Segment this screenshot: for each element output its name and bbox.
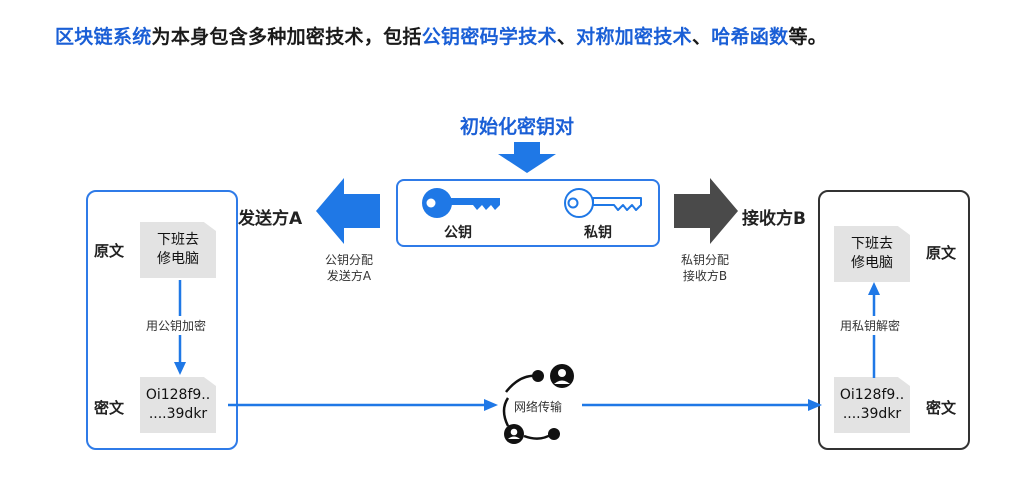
right-arrow-icon (674, 178, 738, 244)
headline: 区块链系统为本身包含多种加密技术，包括公钥密码学技术、对称加密技术、哈希函数等。 (55, 22, 827, 49)
public-key-icon (422, 188, 500, 218)
decrypt-step-label: 用私钥解密 (838, 316, 903, 335)
receiver-cipher-line-1: Oi128f9.. (839, 387, 905, 403)
network-label: 网络传输 (511, 398, 566, 415)
init-keypair-title: 初始化密钥对 (459, 116, 574, 138)
sender-distribution-line-2: 发送方A (326, 269, 372, 283)
encrypt-step-label: 用公钥加密 (144, 316, 209, 335)
sender-distribution: 公钥分配 发送方A (316, 252, 382, 284)
network-icon (502, 364, 574, 444)
headline-symmetric: 对称加密技术 (576, 26, 692, 48)
sender-plain-doc: 下班去 修电脑 (140, 222, 216, 278)
decrypt-up-arrow-icon (868, 282, 880, 378)
sender-cipher-doc: Oi128f9.. ....39dkr (140, 377, 216, 433)
private-key-icon (564, 188, 642, 218)
receiver-distribution-line-2: 接收方B (682, 269, 728, 283)
left-arrow-icon (316, 178, 380, 244)
sender-cipher-line-2: ....39dkr (148, 406, 208, 422)
receiver-distribution: 私钥分配 接收方B (672, 252, 738, 284)
sender-cipher-line-1: Oi128f9.. (145, 387, 211, 403)
receiver-plain-label: 原文 (926, 244, 957, 262)
headline-end: 等。 (788, 26, 828, 48)
receiver-cipher-doc: Oi128f9.. ....39dkr (834, 377, 910, 433)
headline-sep-2: 、 (691, 26, 712, 48)
headline-text: 为本身包含多种加密技术，包括 (151, 26, 422, 48)
headline-sep-1: 、 (556, 26, 577, 48)
receiver-plain-doc: 下班去 修电脑 (834, 226, 910, 282)
receiver-plain-line-1: 下班去 (851, 236, 893, 252)
sender-plain-label: 原文 (94, 242, 125, 260)
sender-plain-line-1: 下班去 (157, 232, 199, 248)
receiver-distribution-line-1: 私钥分配 (680, 253, 729, 267)
transmission-arrow (228, 399, 822, 411)
private-key-label: 私钥 (584, 225, 612, 241)
receiver-plain-line-2: 修电脑 (851, 255, 893, 271)
sender-title: 发送方A (238, 209, 303, 229)
public-key-label: 公钥 (444, 225, 472, 241)
sender-cipher-label: 密文 (94, 399, 125, 417)
receiver-title: 接收方B (742, 209, 806, 229)
down-arrow-icon (498, 142, 556, 173)
headline-blockchain: 区块链系统 (55, 26, 152, 48)
sender-distribution-line-1: 公钥分配 (324, 253, 373, 267)
receiver-cipher-line-2: ....39dkr (842, 406, 902, 422)
sender-plain-line-2: 修电脑 (157, 251, 199, 267)
receiver-cipher-label: 密文 (926, 399, 957, 417)
headline-hash: 哈希函数 (711, 26, 789, 48)
headline-public-key-crypto: 公钥密码学技术 (421, 26, 557, 48)
